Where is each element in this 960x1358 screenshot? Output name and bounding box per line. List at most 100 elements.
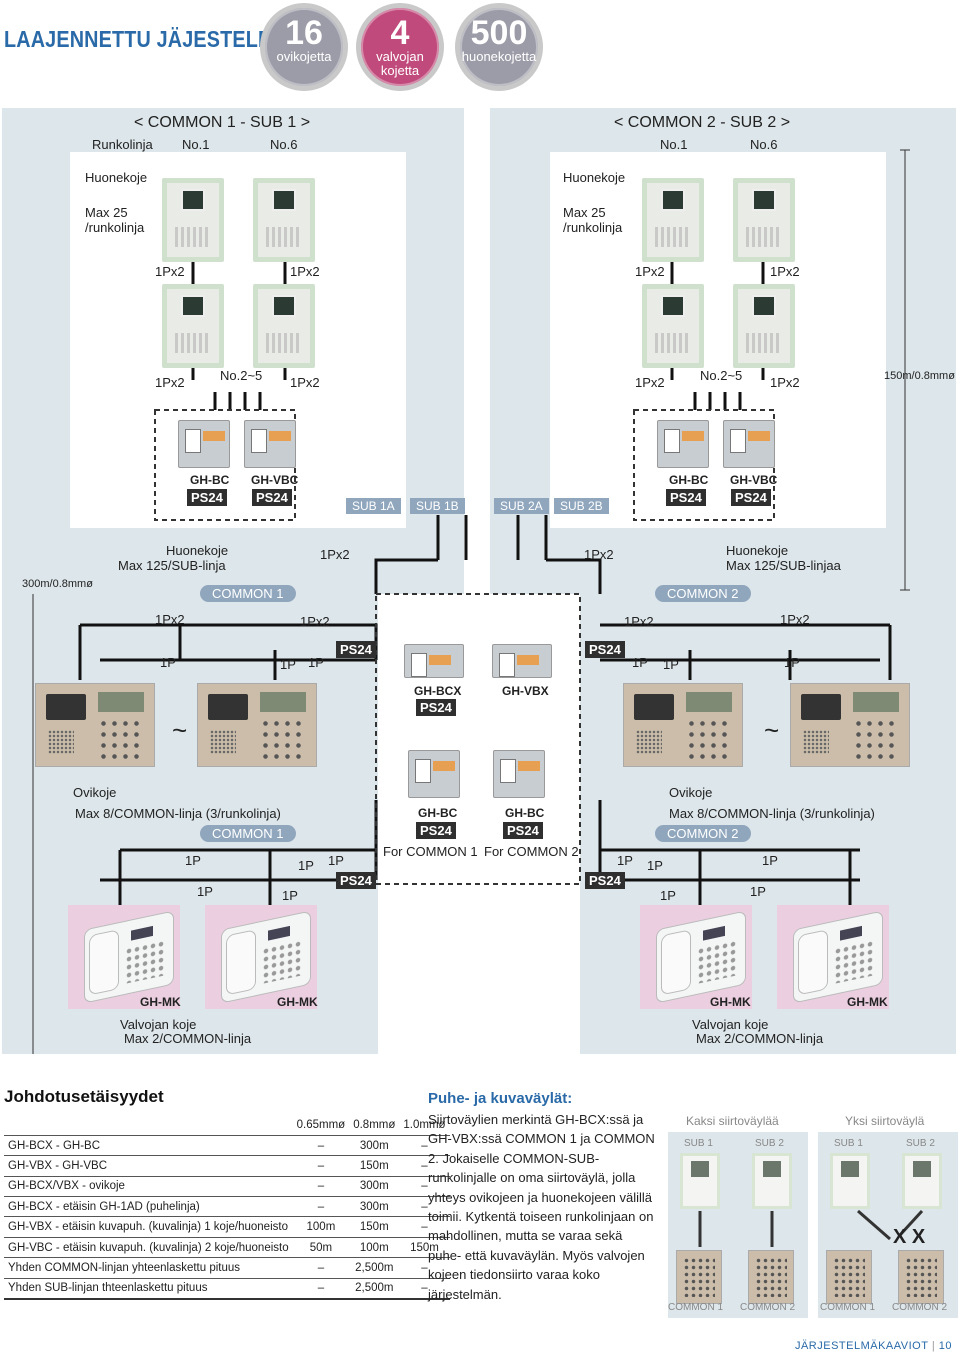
table-row: Yhden SUB-linjan thteenlaskettu pituus–2…: [4, 1278, 450, 1300]
gh-bc-unit: [408, 750, 460, 798]
room-monitor: [162, 178, 224, 262]
ps24-badge: PS24: [585, 872, 625, 889]
table-row: GH-BCX - GH-BC–300m–: [4, 1135, 450, 1157]
model-label: GH-MK: [847, 995, 888, 1009]
model-label: GH-MK: [140, 995, 181, 1009]
valvojan-max-label: Max 2/COMMON-linja: [696, 1031, 824, 1046]
distance-label: 150m/0.8mmø: [884, 370, 955, 382]
right-group-title: < COMMON 2 - SUB 2 >: [614, 114, 791, 131]
wire-label: 1P: [663, 657, 679, 672]
sub-label: SUB 1: [684, 1138, 713, 1149]
common-label: COMMON 2: [892, 1302, 947, 1313]
for-common-label: For COMMON 2: [484, 844, 579, 859]
wire-label: 1Px2: [624, 614, 654, 629]
model-label: GH-BC: [669, 473, 709, 487]
section-name: JÄRJESTELMÄKAAVIOT: [794, 1340, 929, 1352]
mini-monitor: [902, 1153, 942, 1209]
column-header: 1.0mmø: [399, 1115, 450, 1136]
badge-room-stations: 500 huonekojetta: [455, 3, 543, 91]
gh-bcx-unit: [404, 644, 464, 678]
badge-label: valvojan: [376, 49, 424, 64]
wire-label: 1P: [282, 888, 298, 903]
door-station: [623, 683, 743, 767]
badge-label: huonekojetta: [461, 49, 537, 64]
no1-label: No.1: [182, 137, 210, 152]
sub-label: SUB 1A: [346, 498, 401, 514]
sub-label: SUB 2: [755, 1138, 784, 1149]
room-monitor: [253, 178, 315, 262]
mini-monitor: [680, 1153, 720, 1209]
ps24-badge: PS24: [416, 699, 456, 716]
wire-label: 1Px2: [290, 375, 320, 390]
per-runko-label: /runkolinja: [85, 220, 145, 235]
wire-label: 1P: [280, 657, 296, 672]
common-badge: COMMON 2: [655, 585, 751, 602]
model-label: GH-VBC: [251, 473, 299, 487]
gh-bc-unit: [493, 750, 545, 798]
wire-label: 1P: [160, 655, 176, 670]
max25-label: Max 25: [563, 205, 606, 220]
wire-label: 1P: [660, 888, 676, 903]
mini-door-station: [748, 1250, 794, 1304]
model-label: GH-BC: [190, 473, 230, 487]
distances-heading: Johdotusetäisyydet: [4, 1087, 164, 1106]
ps24-badge: PS24: [252, 489, 292, 506]
page-footer: JÄRJESTELMÄKAAVIOT | 10: [794, 1340, 952, 1352]
per-runko-label: /runkolinja: [563, 220, 623, 235]
distances-table: 0.65mmø 0.8mmø 1.0mmø GH-BCX - GH-BC–300…: [4, 1115, 450, 1300]
huonekoje-label: Huonekoje: [726, 543, 789, 558]
common-label: COMMON 1: [820, 1302, 875, 1313]
ovikoje-max-label: Max 8/COMMON-linja (3/runkolinja): [669, 806, 875, 821]
wire-label: 1P: [308, 655, 324, 670]
ovikoje-label: Ovikoje: [669, 785, 713, 800]
badge-number: 16: [285, 14, 323, 52]
wire-label: 1Px2: [155, 264, 185, 279]
common-badge: COMMON 1: [200, 825, 296, 842]
wire-label: 1Px2: [155, 612, 185, 627]
model-label: GH-MK: [277, 995, 318, 1009]
blocked-marks: X X: [893, 1226, 926, 1248]
gh-bc-unit: [178, 420, 230, 468]
ps24-badge: PS24: [336, 641, 376, 658]
sub-label: SUB 2: [906, 1138, 935, 1149]
table-header: 0.65mmø 0.8mmø 1.0mmø: [4, 1115, 450, 1136]
wire-label: 1Px2: [155, 375, 185, 390]
mini-door-station: [676, 1250, 722, 1304]
badge-guard-stations: 4 valvojan kojetta: [356, 3, 444, 91]
left-group-box: [70, 152, 406, 528]
common-badge: COMMON 1: [200, 585, 296, 602]
mini-monitor: [752, 1153, 792, 1209]
ps24-badge: PS24: [585, 641, 625, 658]
wire-label: 1Px2: [635, 375, 665, 390]
wire-label: 1P: [197, 884, 213, 899]
right-group-box: [550, 152, 886, 528]
model-label: GH-MK: [710, 995, 751, 1009]
valvojan-label: Valvojan koje: [692, 1017, 769, 1032]
room-monitor: [162, 284, 224, 368]
badge-label: ovikojetta: [276, 49, 332, 64]
model-label: GH-BC: [418, 806, 458, 820]
range-tilde: ~: [172, 715, 188, 745]
column-header: 0.8mmø: [349, 1115, 400, 1136]
wire-label: 1P: [647, 858, 663, 873]
door-station: [790, 683, 910, 767]
room-monitor: [642, 178, 704, 262]
gh-vbc-unit: [723, 420, 775, 468]
wiring-diagram: [32, 149, 910, 1054]
left-group-title: < COMMON 1 - SUB 1 >: [134, 114, 311, 131]
wire-label: 1P: [784, 655, 800, 670]
wire-label: 1Px2: [635, 264, 665, 279]
table-row: GH-BCX - etäisin GH-1AD (puhelinja)–300m…: [4, 1196, 450, 1218]
sub-label: SUB 1: [834, 1138, 863, 1149]
table-row: GH-VBC - etäisin kuvapuh. (kuvalinja) 2 …: [4, 1237, 450, 1259]
distance-label: 300m/0.8mmø: [22, 578, 93, 590]
one-bus-label: Yksi siirtoväylä: [845, 1114, 925, 1128]
ps24-badge: PS24: [416, 822, 456, 839]
ovikoje-max-label: Max 8/COMMON-linja (3/runkolinja): [75, 806, 281, 821]
valvojan-label: Valvojan koje: [120, 1017, 197, 1032]
no25-label: No.2~5: [220, 368, 263, 383]
wire-label: 1P: [328, 853, 344, 868]
runkolinja-label: Runkolinja: [92, 137, 153, 152]
table-row: Yhden COMMON-linjan yhteenlaskettu pituu…: [4, 1257, 450, 1279]
room-monitor: [253, 284, 315, 368]
